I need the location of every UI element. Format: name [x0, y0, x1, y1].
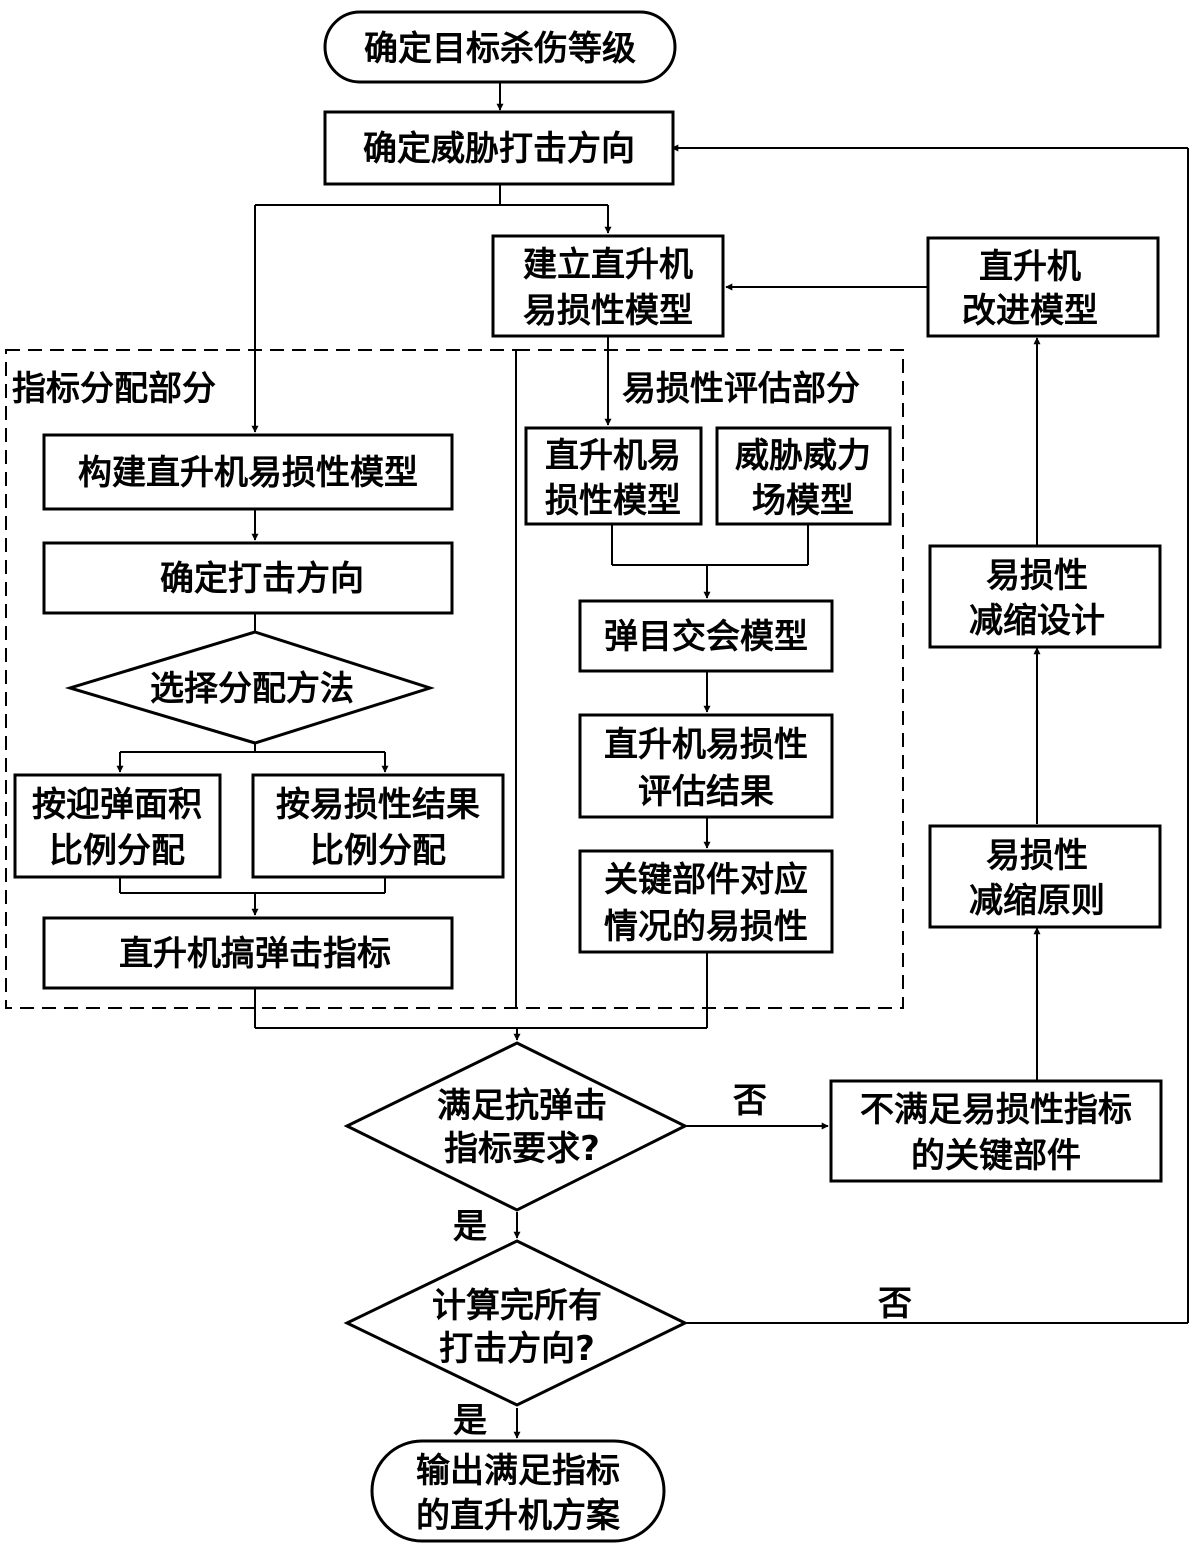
- reduce-principle-box: [928, 824, 1162, 929]
- threat-direction-text: 确定威胁打击方向: [363, 129, 635, 169]
- encounter-box: [578, 599, 834, 673]
- determine-direction-text: 确定打击方向: [160, 559, 364, 599]
- by-area-line1: 按迎弹面积: [32, 785, 202, 825]
- no-label-2: 否: [878, 1284, 912, 1324]
- select-method-text: 选择分配方法: [150, 669, 354, 709]
- eval-result-line1: 直升机易损性: [604, 725, 808, 765]
- reduce-design-box: [928, 544, 1162, 649]
- build-model-line1: 建立直升机: [523, 245, 693, 285]
- vuln-model-box: [524, 426, 703, 526]
- reduce-design-line1: 易损性: [986, 556, 1088, 596]
- yes-label-1: 是: [453, 1207, 487, 1247]
- reduce-principle-line1: 易损性: [986, 836, 1088, 876]
- by-result-line2: 比例分配: [310, 831, 446, 871]
- no-label-1: 否: [733, 1081, 767, 1121]
- connectors: [116, 82, 1189, 1439]
- reduce-design-line2: 减缩设计: [969, 601, 1105, 641]
- meet-requirement-line1: 满足抗弹击: [437, 1086, 607, 1126]
- start-terminal: [323, 10, 677, 84]
- by-result-box: [251, 773, 505, 879]
- improve-model-line2: 改进模型: [962, 291, 1098, 331]
- allocation-section-label: 指标分配部分: [12, 369, 216, 409]
- assessment-section-label: 易损性评估部分: [622, 369, 860, 409]
- by-area-line2: 比例分配: [49, 831, 185, 871]
- all-directions-diamond: [343, 1239, 689, 1407]
- meet-requirement-diamond: [343, 1041, 689, 1212]
- unmet-parts-box: [829, 1079, 1163, 1183]
- threat-field-box: [715, 426, 892, 526]
- key-parts-line1: 关键部件对应: [604, 860, 808, 900]
- unmet-parts-line1: 不满足易损性指标: [860, 1090, 1132, 1130]
- assessment-section-frame: [515, 349, 904, 1009]
- key-parts-box: [578, 849, 834, 954]
- determine-direction-box: [42, 541, 454, 615]
- all-directions-line2: 打击方向?: [439, 1329, 595, 1369]
- heli-index-box: [42, 916, 454, 990]
- reduce-principle-line2: 减缩原则: [969, 881, 1105, 921]
- construct-model-box: [42, 433, 454, 511]
- start-text: 确定目标杀伤等级: [364, 29, 636, 69]
- construct-model-text: 构建直升机易损性模型: [78, 453, 418, 493]
- vuln-model-line1: 直升机易: [545, 436, 681, 476]
- by-area-box: [13, 773, 222, 879]
- output-line2: 的直升机方案: [416, 1496, 621, 1536]
- all-directions-line1: 计算完所有: [432, 1286, 602, 1326]
- improve-model-box: [926, 236, 1160, 338]
- build-model-box: [491, 234, 725, 338]
- eval-result-box: [578, 713, 834, 819]
- unmet-parts-line2: 的关键部件: [911, 1136, 1081, 1176]
- improve-model-line1: 直升机: [979, 247, 1081, 287]
- build-model-line2: 易损性模型: [523, 291, 693, 331]
- output-line1: 输出满足指标: [416, 1451, 620, 1491]
- threat-direction-box: [323, 110, 675, 186]
- threat-field-line1: 威胁威力: [735, 436, 871, 476]
- key-parts-line2: 情况的易损性: [604, 907, 808, 947]
- meet-requirement-line2: 指标要求?: [444, 1129, 600, 1169]
- yes-label-2: 是: [453, 1401, 487, 1441]
- heli-index-text: 直升机搞弹击指标: [119, 934, 391, 974]
- encounter-text: 弹目交会模型: [604, 617, 808, 657]
- by-result-line1: 按易损性结果: [276, 785, 480, 825]
- threat-field-line2: 场模型: [752, 481, 854, 521]
- output-terminal: [370, 1439, 666, 1543]
- select-method-diamond: [64, 630, 435, 745]
- eval-result-line2: 评估结果: [638, 772, 774, 812]
- vuln-model-line2: 损性模型: [545, 481, 681, 521]
